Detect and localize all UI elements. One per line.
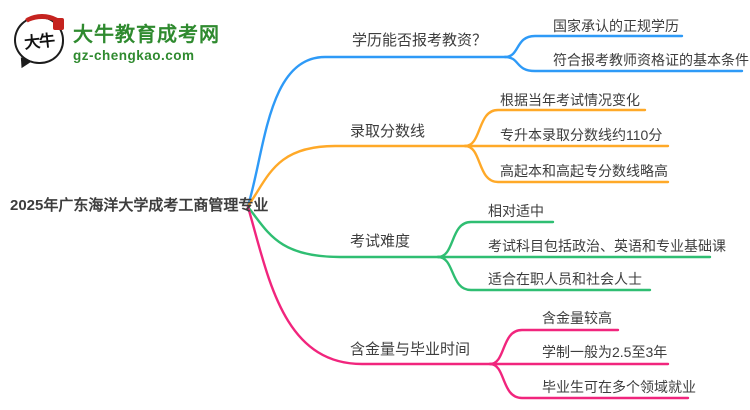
leaf-node[interactable]: 毕业生可在多个领域就业 xyxy=(542,379,696,395)
leaf-node[interactable]: 根据当年考试情况变化 xyxy=(500,92,640,108)
logo-domain: gz-chengkao.com xyxy=(73,47,195,63)
branch-node-exam-difficulty[interactable]: 考试难度 xyxy=(350,233,411,250)
leaf-node[interactable]: 相对适中 xyxy=(488,203,544,219)
branch-1-lines xyxy=(246,34,744,208)
leaf-node[interactable]: 国家承认的正规学历 xyxy=(553,18,679,34)
branch-3-lines xyxy=(246,205,712,292)
leaf-node[interactable]: 符合报考教师资格证的基本条件 xyxy=(553,52,749,68)
branch-2-lines xyxy=(246,108,670,208)
branch-4-lines xyxy=(246,205,690,400)
leaf-node[interactable]: 专升本录取分数线约110分 xyxy=(500,127,663,143)
leaf-node[interactable]: 适合在职人员和社会人士 xyxy=(488,271,642,287)
root-node[interactable]: 2025年广东海洋大学成考工商管理专业 xyxy=(10,197,269,214)
leaf-node[interactable]: 考试科目包括政治、英语和专业基础课 xyxy=(488,238,726,254)
logo-seal-icon xyxy=(53,18,64,30)
leaf-node[interactable]: 学制一般为2.5至3年 xyxy=(542,344,668,360)
branch-node-admission-score[interactable]: 录取分数线 xyxy=(350,123,426,140)
logo-title: 大牛教育成考网 xyxy=(73,23,220,46)
logo-red-arc-icon xyxy=(21,14,63,39)
logo-text-block: 大牛教育成考网 gz-chengkao.com xyxy=(73,18,220,63)
branch-node-teacher-cert[interactable]: 学历能否报考教资？ xyxy=(352,32,488,49)
logo-bubble-icon: 大牛 xyxy=(14,14,64,64)
branch-node-value-graduation[interactable]: 含金量与毕业时间 xyxy=(350,341,471,358)
leaf-node[interactable]: 高起本和高起专分数线略高 xyxy=(500,163,668,179)
leaf-node[interactable]: 含金量较高 xyxy=(542,310,612,326)
site-logo[interactable]: 大牛 大牛教育成考网 gz-chengkao.com xyxy=(14,14,220,64)
